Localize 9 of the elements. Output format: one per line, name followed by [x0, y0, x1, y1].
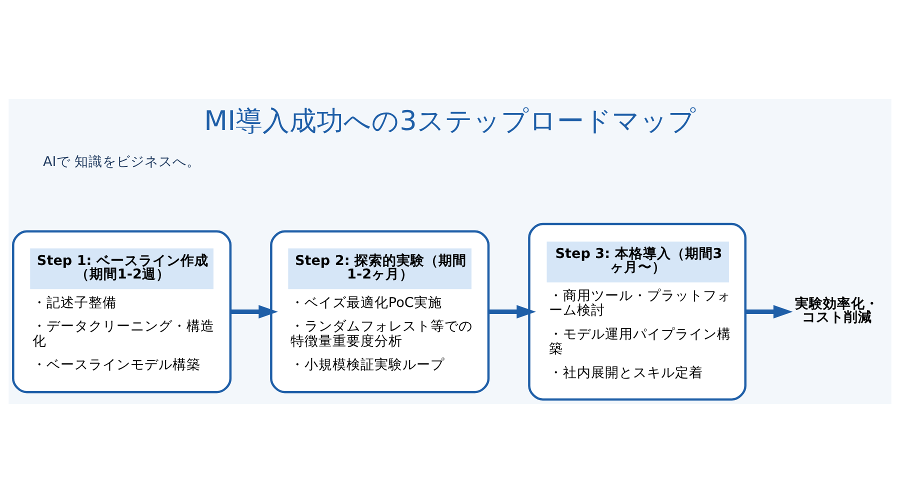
- arrow: [488, 304, 536, 318]
- node-box: Step 3: 本格導入（期間3ヶ月〜） ・商用ツール・プラットフォーム検討 ・モデル運用パイプライン構築 ・社内展開とスキル定着: [528, 222, 747, 400]
- node-text: 実験効率化・コスト削減: [795, 295, 880, 325]
- arrow: [230, 304, 278, 318]
- node-box: Step 1: ベースライン作成（期間1-2週） ・記述子整備 ・データクリーニング・構造化 ・ベースラインモデル構築: [12, 230, 232, 393]
- node-box: Step 2: 探索的実験（期間1-2ヶ月） ・ベイズ最適化PoC実施 ・ランダムフォレスト等での特徴量重要度分析 ・小規模検証実験ループ: [270, 230, 490, 393]
- label: AIで 知識をビジネスへ。: [42, 153, 201, 170]
- diagram-title: MI導入成功への3ステップロードマップ: [204, 105, 696, 136]
- arrow: [746, 304, 793, 318]
